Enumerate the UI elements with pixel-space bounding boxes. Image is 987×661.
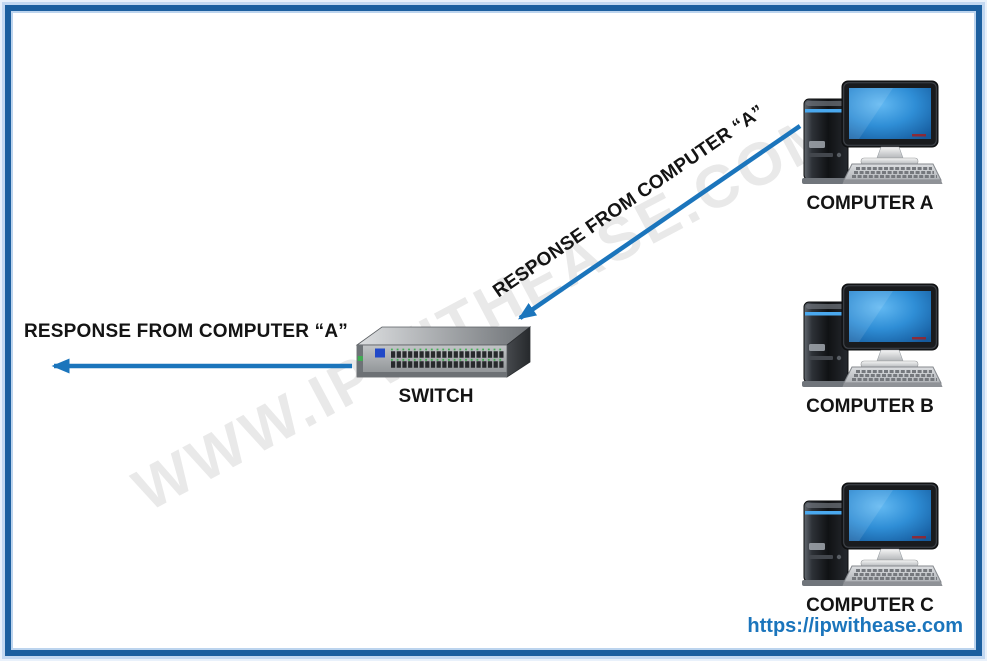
switch-label: SWITCH [398,386,474,407]
computer-b-node: COMPUTER B [795,278,945,418]
computer-c-node: COMPUTER C [795,477,945,617]
arrow-computer-a-to-switch [518,124,802,320]
switch-node: SWITCH [341,320,532,408]
computer-c-label: COMPUTER C [806,595,934,616]
computer-a-node: COMPUTER A [795,75,945,215]
computer-b-label: COMPUTER B [806,396,934,417]
computer-a-label: COMPUTER A [806,193,934,214]
website-link[interactable]: https://ipwithease.com [747,615,963,637]
arrow-label-horizontal: RESPONSE FROM COMPUTER “A” [24,321,348,342]
network-switch-icon [355,326,532,378]
